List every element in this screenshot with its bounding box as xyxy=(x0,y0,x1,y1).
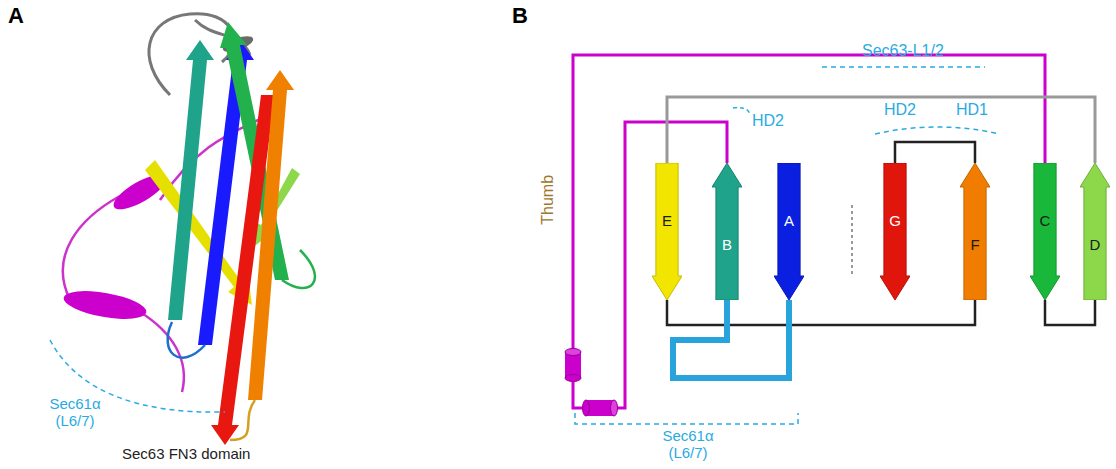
beta-strand: E xyxy=(652,163,682,300)
loop-connector xyxy=(667,97,1095,163)
strand-label: D xyxy=(1090,236,1101,251)
loop-connector xyxy=(895,142,975,163)
loop-connector xyxy=(573,55,1045,408)
loop xyxy=(140,312,184,392)
annotation-label: Sec63-L1/2 xyxy=(862,42,944,60)
panel-letter: B xyxy=(512,4,528,28)
annotation-label: HD1 xyxy=(956,101,988,119)
strand xyxy=(248,70,294,400)
strand xyxy=(145,160,252,305)
beta-strand: C xyxy=(1030,163,1060,300)
dotted-divider xyxy=(851,205,853,275)
strand-arrow xyxy=(712,163,742,300)
strand-arrow xyxy=(652,163,682,300)
annotation-label: Sec61α (L6/7) xyxy=(646,428,730,461)
strand-label: E xyxy=(662,212,672,227)
strand-arrow xyxy=(1080,163,1110,300)
dashed-arc xyxy=(733,108,750,114)
loop-connector xyxy=(673,300,789,378)
loop xyxy=(168,322,205,358)
panel-letter: A xyxy=(8,4,24,28)
strand-label: F xyxy=(970,236,979,251)
strand-label: B xyxy=(722,236,732,251)
loop-connector xyxy=(1045,300,1095,325)
beta-strand: B xyxy=(712,163,742,300)
loop-connector xyxy=(667,300,975,325)
beta-strand: F xyxy=(960,163,990,300)
annotation-label: HD2 xyxy=(884,101,916,119)
annotation-label: Sec63 FN3 domain xyxy=(122,446,250,463)
strand-label: G xyxy=(889,212,901,227)
strand-label: C xyxy=(1040,212,1051,227)
dashed-line xyxy=(822,66,985,68)
beta-strand: A xyxy=(774,163,804,300)
strand-arrow xyxy=(960,163,990,300)
strand-arrow xyxy=(774,163,804,300)
annotation-label: Sec61α (L6/7) xyxy=(36,396,114,429)
dashed-arc xyxy=(875,127,1000,134)
loop xyxy=(282,250,315,288)
loop xyxy=(63,196,120,300)
ribbon-cartoon xyxy=(62,14,315,445)
helix xyxy=(62,286,149,324)
strand-arrow xyxy=(880,163,910,300)
beta-strand: G xyxy=(880,163,910,300)
strand-arrow xyxy=(1030,163,1060,300)
loop xyxy=(230,400,255,440)
helix-cylinder xyxy=(565,349,581,382)
annotation-label: HD2 xyxy=(752,112,784,130)
strand-label: A xyxy=(784,212,794,227)
helix-cylinder xyxy=(583,400,618,416)
annotation-label: Thumb xyxy=(539,175,557,225)
beta-strand: D xyxy=(1080,163,1110,300)
